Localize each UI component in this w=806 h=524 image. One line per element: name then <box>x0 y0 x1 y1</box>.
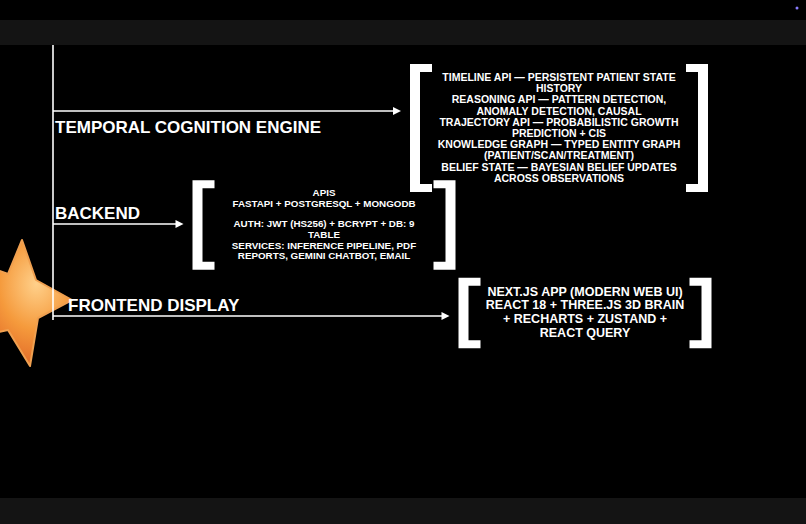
arrow-head <box>442 312 450 320</box>
bracket <box>410 64 708 192</box>
arrow-line <box>53 223 177 225</box>
trunk-line <box>52 45 54 320</box>
section-heading: TEMPORAL COGNITION ENGINE <box>55 118 321 138</box>
box-text: TRAJECTORY API — PROBABILISTIC GROWTH PR… <box>434 117 684 139</box>
box-text: APIS <box>217 188 432 199</box>
box-text: REASONING API — PATTERN DETECTION, ANOMA… <box>434 94 684 116</box>
box-text: KNOWLEDGE GRAPH — TYPED ENTITY GRAPH (PA… <box>434 139 684 161</box>
section-heading: FRONTEND DISPLAY <box>68 296 239 316</box>
section-heading: BACKEND <box>55 204 140 224</box>
box-text: SERVICES: INFERENCE PIPELINE, PDF REPORT… <box>217 241 432 262</box>
arrow-line <box>53 110 394 112</box>
bracket-box: NEXT.JS APP (MODERN WEB UI) REACT 18 + T… <box>483 286 688 340</box>
box-text: AUTH: JWT (HS256) + BCRYPT + DB: 9 TABLE <box>217 219 432 240</box>
box-text: NEXT.JS APP (MODERN WEB UI) REACT 18 + T… <box>483 286 688 340</box>
bracket-box: TIMELINE API — PERSISTENT PATIENT STATE … <box>434 72 684 184</box>
bracket <box>193 180 456 270</box>
box-text: BELIEF STATE — BAYESIAN BELIEF UPDATES A… <box>434 162 684 184</box>
arrow-head <box>176 220 184 228</box>
star-icon <box>0 240 72 366</box>
box-text: FASTAPI + POSTGRESQL + MONGODB <box>217 199 432 210</box>
arrow-head <box>393 107 401 115</box>
bracket-box: APISFASTAPI + POSTGRESQL + MONGODB AUTH: … <box>217 188 432 262</box>
bottom-bar <box>0 498 806 524</box>
dot <box>796 7 799 10</box>
top-bar <box>0 20 806 45</box>
bracket <box>459 278 712 348</box>
arrow-line <box>53 315 443 317</box>
box-text: TIMELINE API — PERSISTENT PATIENT STATE … <box>434 72 684 94</box>
